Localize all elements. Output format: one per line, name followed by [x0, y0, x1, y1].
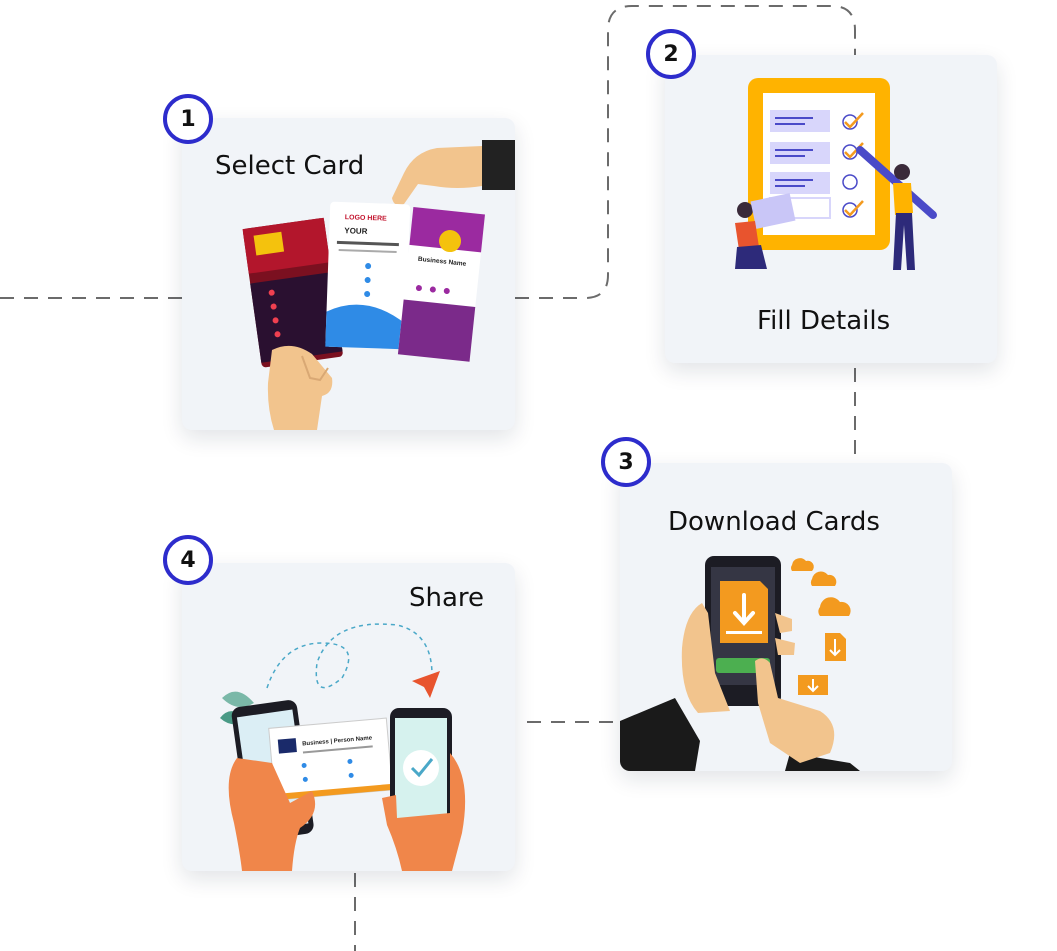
- connector-step-1-to-step-2: [515, 5, 856, 299]
- step-4-badge: 4: [163, 535, 213, 585]
- share-illustration: Business | Person Name: [220, 623, 466, 871]
- step-1-title: Select Card: [215, 151, 365, 181]
- fill-details-illustration: [735, 78, 937, 270]
- select-card-illustration: LOGO HERE YOUR Business Name: [242, 140, 515, 430]
- download-cards-illustration: [620, 556, 860, 771]
- step-3-card[interactable]: Download Cards: [620, 463, 952, 771]
- your-text: YOUR: [344, 226, 368, 236]
- logo-text: LOGO HERE: [345, 214, 388, 222]
- step-3-title: Download Cards: [668, 507, 880, 537]
- step-2-card[interactable]: Fill Details: [665, 55, 997, 363]
- step-4-card[interactable]: Business | Person Name Share: [182, 563, 515, 871]
- step-2-badge: 2: [646, 29, 696, 79]
- step-1-card[interactable]: LOGO HERE YOUR Business Name Select Card: [182, 118, 515, 430]
- step-2-title: Fill Details: [757, 306, 891, 336]
- step-3-badge: 3: [601, 437, 651, 487]
- step-1-badge: 1: [163, 94, 213, 144]
- step-4-title: Share: [408, 583, 484, 613]
